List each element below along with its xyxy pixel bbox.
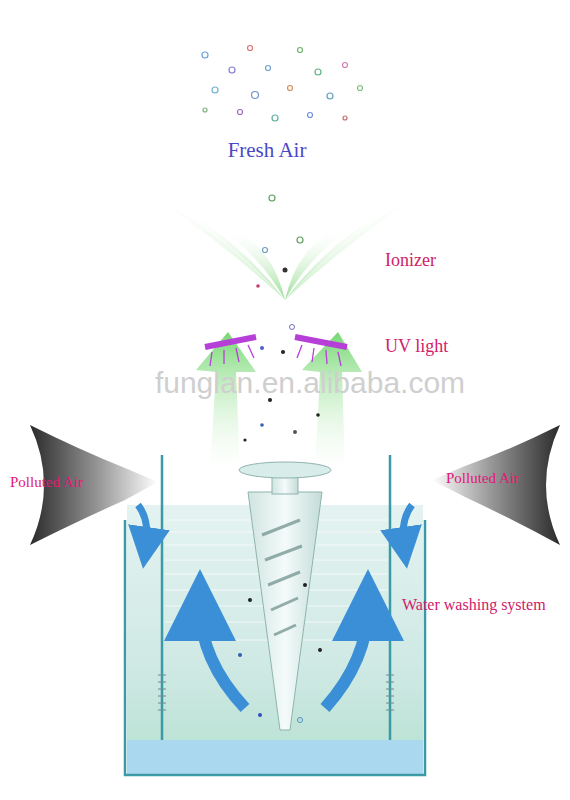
watermark: funglan.en.alibaba.com [155,366,465,401]
inflow-label: Polluted Air [10,474,83,491]
flow-label: Fresh Air [228,138,307,162]
stage-label: UV light [385,336,448,357]
stage-label: Ionizer [385,250,436,271]
inflow-label: Polluted Air [446,470,519,487]
stage-label: Water washing system [402,596,546,614]
